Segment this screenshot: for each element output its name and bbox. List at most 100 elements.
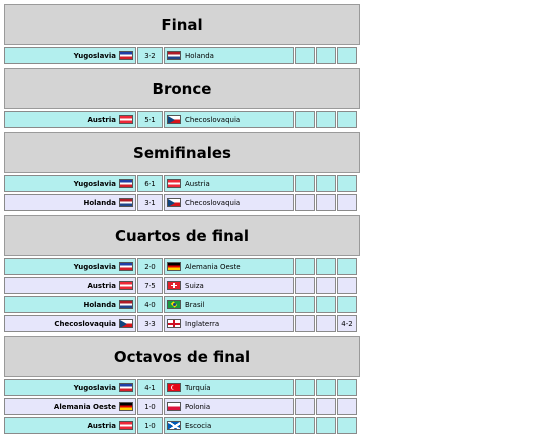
penalty-cell <box>337 379 357 396</box>
penalty-cell <box>337 47 357 64</box>
home-team-cell: Holanda <box>4 296 136 313</box>
scotland-flag-icon <box>167 421 181 430</box>
score-cell: 6-1 <box>137 175 163 192</box>
poland-flag-icon <box>167 402 181 411</box>
match-row: Checoslovaquia 3-3 Inglaterra 4-2 <box>4 315 360 332</box>
penalty-cell <box>337 296 357 313</box>
away-team-cell: Alemania Oeste <box>164 258 294 275</box>
stage-header-cuartos: Cuartos de final <box>4 215 360 256</box>
home-team-cell: Austria <box>4 277 136 294</box>
score-cell: 2-0 <box>137 258 163 275</box>
match-row: Austria 7-5 Suiza <box>4 277 360 294</box>
home-team-name: Yugoslavia <box>73 51 116 60</box>
score-cell: 4-0 <box>137 296 163 313</box>
czechoslovakia-flag-icon <box>167 198 181 207</box>
turkey-flag-icon <box>167 383 181 392</box>
stage-header-octavos: Octavos de final <box>4 336 360 377</box>
austria-flag-icon <box>119 421 133 430</box>
away-team-name: Holanda <box>185 51 214 60</box>
yugoslavia-flag-icon <box>119 383 133 392</box>
penalty-cell <box>337 258 357 275</box>
home-team-name: Holanda <box>83 198 116 207</box>
extra-cell <box>316 175 336 192</box>
away-team-name: Inglaterra <box>185 319 220 328</box>
match-row: Alemania Oeste 1-0 Polonia <box>4 398 360 415</box>
extra-cell <box>295 398 315 415</box>
extra-cell <box>316 398 336 415</box>
czechoslovakia-flag-icon <box>119 319 133 328</box>
home-team-name: Austria <box>87 281 117 290</box>
stage-header-semifinales: Semifinales <box>4 132 360 173</box>
home-team-name: Austria <box>87 115 117 124</box>
match-row: Austria 1-0 Escocia <box>4 417 360 434</box>
match-row: Yugoslavia 4-1 Turquía <box>4 379 360 396</box>
home-team-cell: Austria <box>4 417 136 434</box>
brazil-flag-icon <box>167 300 181 309</box>
away-team-name: Turquía <box>185 383 211 392</box>
home-team-name: Checoslovaquia <box>54 319 116 328</box>
away-team-name: Escocia <box>185 421 212 430</box>
west-germany-flag-icon <box>167 262 181 271</box>
extra-cell <box>295 296 315 313</box>
penalty-cell <box>337 398 357 415</box>
home-team-name: Yugoslavia <box>73 179 116 188</box>
home-team-cell: Yugoslavia <box>4 175 136 192</box>
extra-cell <box>316 379 336 396</box>
score-cell: 5-1 <box>137 111 163 128</box>
stage-header-final: Final <box>4 4 360 45</box>
home-team-cell: Alemania Oeste <box>4 398 136 415</box>
extra-cell <box>295 175 315 192</box>
score-cell: 1-0 <box>137 398 163 415</box>
home-team-name: Austria <box>87 421 117 430</box>
match-row: Holanda 3-1 Checoslovaquia <box>4 194 360 211</box>
away-team-cell: Escocia <box>164 417 294 434</box>
west-germany-flag-icon <box>119 402 133 411</box>
austria-flag-icon <box>119 115 133 124</box>
extra-cell <box>295 258 315 275</box>
extra-cell <box>316 296 336 313</box>
score-cell: 4-1 <box>137 379 163 396</box>
penalty-cell <box>337 175 357 192</box>
home-team-cell: Yugoslavia <box>4 258 136 275</box>
match-row: Yugoslavia 6-1 Austria <box>4 175 360 192</box>
score-cell: 7-5 <box>137 277 163 294</box>
austria-flag-icon <box>119 281 133 290</box>
away-team-name: Polonia <box>185 402 211 411</box>
match-row: Austria 5-1 Checoslovaquia <box>4 111 360 128</box>
home-team-name: Alemania Oeste <box>53 402 116 411</box>
away-team-cell: Polonia <box>164 398 294 415</box>
yugoslavia-flag-icon <box>119 262 133 271</box>
away-team-cell: Checoslovaquia <box>164 194 294 211</box>
away-team-name: Alemania Oeste <box>185 262 241 271</box>
score-cell: 3-1 <box>137 194 163 211</box>
penalty-cell <box>337 194 357 211</box>
austria-flag-icon <box>167 179 181 188</box>
extra-cell <box>295 379 315 396</box>
penalty-cell <box>337 417 357 434</box>
away-team-name: Checoslovaquia <box>185 198 241 207</box>
extra-cell <box>295 194 315 211</box>
penalty-cell <box>337 277 357 294</box>
extra-cell <box>295 47 315 64</box>
score-cell: 3-2 <box>137 47 163 64</box>
stage-header-bronce: Bronce <box>4 68 360 109</box>
penalty-cell <box>337 111 357 128</box>
home-team-name: Yugoslavia <box>73 383 116 392</box>
home-team-name: Holanda <box>83 300 116 309</box>
bracket-table: Final Yugoslavia 3-2 Holanda Bronce Aust… <box>4 4 360 434</box>
extra-cell <box>316 258 336 275</box>
home-team-cell: Checoslovaquia <box>4 315 136 332</box>
home-team-cell: Yugoslavia <box>4 47 136 64</box>
extra-cell <box>295 111 315 128</box>
extra-cell <box>316 111 336 128</box>
score-cell: 1-0 <box>137 417 163 434</box>
england-flag-icon <box>167 319 181 328</box>
away-team-cell: Checoslovaquia <box>164 111 294 128</box>
away-team-cell: Austria <box>164 175 294 192</box>
netherlands-flag-icon <box>119 300 133 309</box>
match-row: Yugoslavia 3-2 Holanda <box>4 47 360 64</box>
extra-cell <box>316 315 336 332</box>
score-cell: 3-3 <box>137 315 163 332</box>
netherlands-flag-icon <box>119 198 133 207</box>
match-row: Yugoslavia 2-0 Alemania Oeste <box>4 258 360 275</box>
